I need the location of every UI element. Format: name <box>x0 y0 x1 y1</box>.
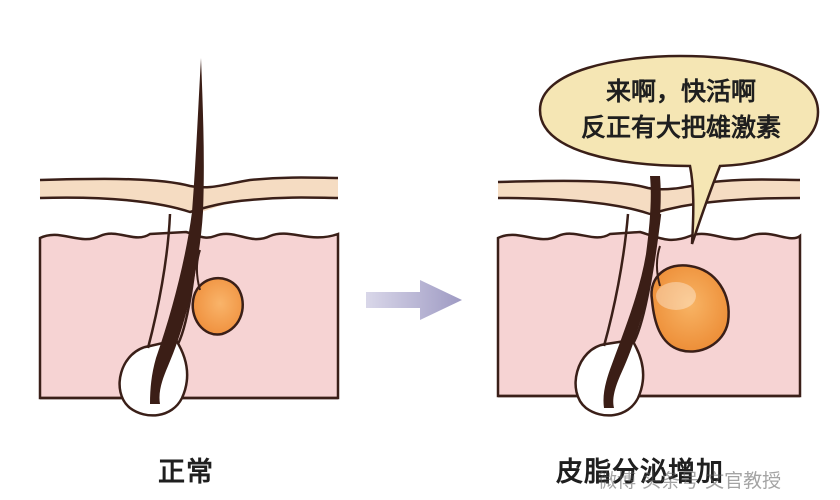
right-dermis <box>496 230 802 398</box>
right-hair-shaft <box>603 176 661 408</box>
right-skin-diagram <box>496 176 802 417</box>
right-epidermis <box>498 179 800 214</box>
left-epidermis-bottom-line <box>39 196 339 214</box>
right-caption: 皮脂分泌增加 <box>556 457 724 488</box>
speech-bubble-line2: 反正有大把雄激素 <box>580 113 781 142</box>
left-sebaceous-gland <box>191 276 244 336</box>
right-gland-duct <box>656 245 661 287</box>
left-skin-diagram <box>38 58 340 417</box>
watermark: 微博 头条号 文官教授 <box>598 470 782 492</box>
right-epidermis-top-line <box>497 178 801 191</box>
transition-arrow <box>366 280 462 320</box>
speech-bubble-line1: 来啊，快活啊 <box>605 77 756 106</box>
speech-bubble <box>538 54 820 245</box>
left-hair-shaft <box>150 58 204 404</box>
left-epidermis-top-line <box>39 176 339 189</box>
right-epidermis-bottom-line <box>497 196 801 216</box>
left-caption: 正常 <box>158 457 214 488</box>
right-gland-glow <box>656 282 696 310</box>
right-sebaceous-gland <box>650 264 730 353</box>
left-epidermis <box>40 177 338 214</box>
left-dermis <box>38 230 340 400</box>
left-gland-duct <box>196 249 201 291</box>
